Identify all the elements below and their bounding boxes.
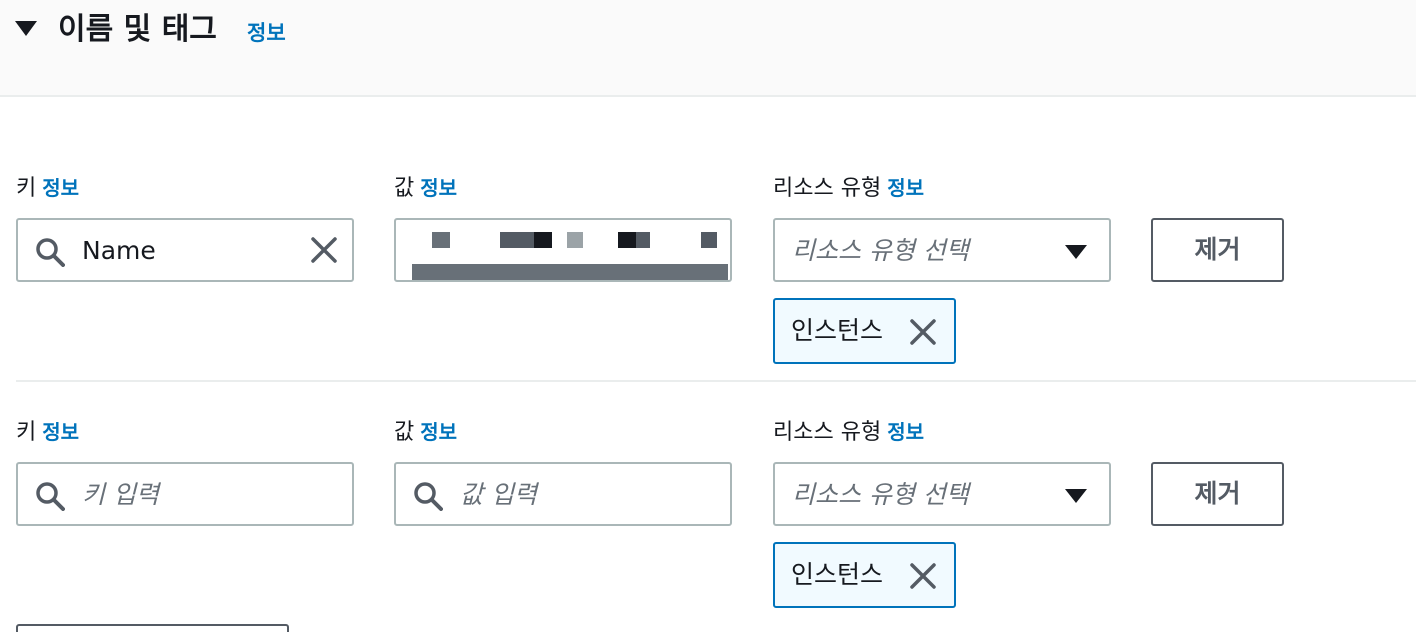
dropdown-caret-icon xyxy=(1065,489,1087,503)
section-title: 이름 및 태그 xyxy=(58,12,217,47)
key-input[interactable]: Name xyxy=(16,218,354,282)
resource-type-info-link[interactable]: 정보 xyxy=(887,420,925,444)
resource-type-placeholder: 리소스 유형 선택 xyxy=(792,480,969,509)
resource-type-select[interactable]: 리소스 유형 선택 xyxy=(773,218,1111,282)
section-header: 이름 및 태그 정보 xyxy=(0,0,1416,97)
dropdown-caret-icon xyxy=(1065,245,1087,259)
key-label-text: 키 xyxy=(16,420,37,445)
value-info-link[interactable]: 정보 xyxy=(420,420,458,444)
search-icon xyxy=(36,482,65,511)
value-info-link[interactable]: 정보 xyxy=(420,176,458,200)
resource-type-info-link[interactable]: 정보 xyxy=(887,176,925,200)
key-input-placeholder: 키 입력 xyxy=(82,480,159,509)
resource-type-label-text: 리소스 유형 xyxy=(773,176,882,201)
resource-type-token: 인스턴스 xyxy=(773,542,956,608)
resource-type-token: 인스턴스 xyxy=(773,298,956,364)
value-input[interactable]: 값 입력 xyxy=(394,462,732,526)
close-icon[interactable] xyxy=(909,562,937,590)
add-tag-button[interactable] xyxy=(16,624,289,632)
value-label-text: 값 xyxy=(394,176,415,201)
resource-type-label-text: 리소스 유형 xyxy=(773,420,882,445)
close-icon[interactable] xyxy=(909,318,937,346)
value-label-text: 값 xyxy=(394,420,415,445)
remove-button[interactable]: 제거 xyxy=(1151,462,1284,526)
redacted-value xyxy=(396,220,730,280)
key-input[interactable]: 키 입력 xyxy=(16,462,354,526)
resource-type-placeholder: 리소스 유형 선택 xyxy=(792,236,969,265)
search-icon xyxy=(36,238,65,267)
section-info-link[interactable]: 정보 xyxy=(247,21,286,45)
close-icon[interactable] xyxy=(310,236,338,264)
token-label: 인스턴스 xyxy=(791,316,884,345)
key-label-text: 키 xyxy=(16,176,37,201)
search-icon xyxy=(414,482,443,511)
resource-type-select[interactable]: 리소스 유형 선택 xyxy=(773,462,1111,526)
value-input-placeholder: 값 입력 xyxy=(460,480,537,509)
value-input[interactable] xyxy=(394,218,732,282)
key-info-link[interactable]: 정보 xyxy=(42,176,80,200)
token-label: 인스턴스 xyxy=(791,560,884,589)
key-info-link[interactable]: 정보 xyxy=(42,420,80,444)
caret-down-icon[interactable] xyxy=(15,21,37,36)
remove-button[interactable]: 제거 xyxy=(1151,218,1284,282)
row-divider xyxy=(16,380,1416,382)
key-input-value: Name xyxy=(82,236,156,265)
